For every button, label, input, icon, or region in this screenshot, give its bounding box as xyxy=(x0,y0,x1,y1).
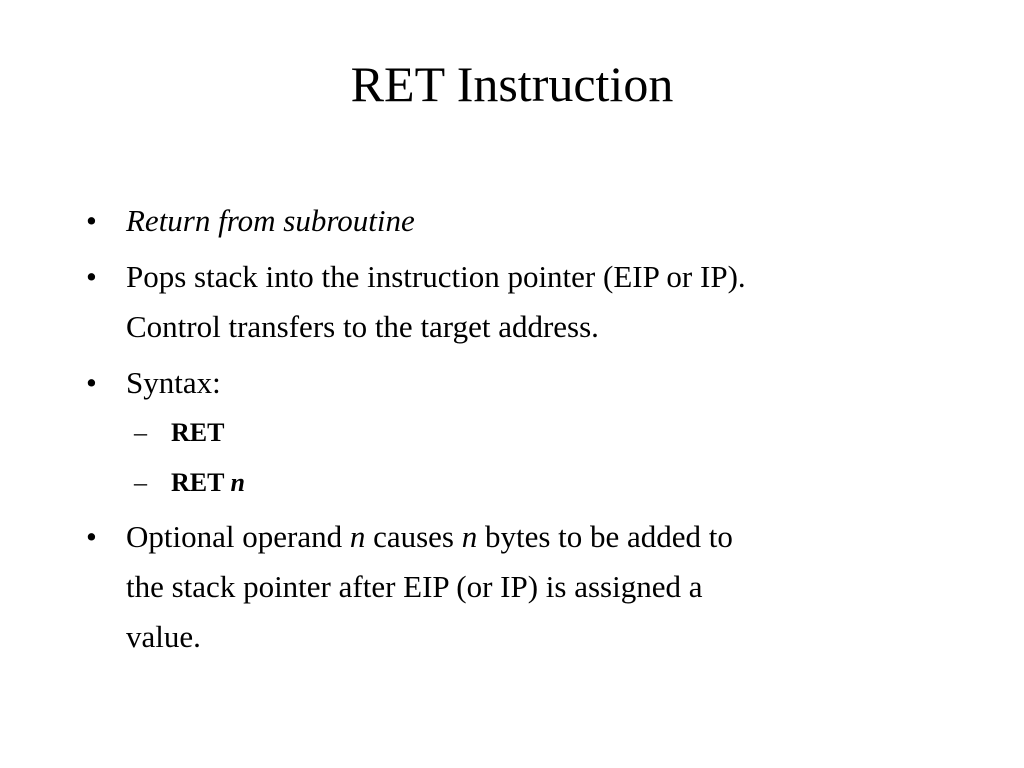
text-segment: causes xyxy=(365,519,462,554)
sub-bullet-marker: – xyxy=(134,418,147,447)
bullet-item: • Optional operand n causes n bytes to b… xyxy=(86,512,946,662)
bullet-text: Syntax: xyxy=(126,365,221,400)
slide-title: RET Instruction xyxy=(350,56,674,112)
sub-bullet-item: – RET xyxy=(86,408,946,458)
text-segment: Optional operand xyxy=(126,519,350,554)
sub-bullet-list: – RET – RET n xyxy=(86,408,946,508)
bullet-text-line: Optional operand n causes n bytes to be … xyxy=(126,512,946,562)
bullet-marker: • xyxy=(86,203,97,238)
bullet-text-line: value. xyxy=(126,619,201,654)
sub-bullet-text: RET xyxy=(171,468,231,497)
bullet-item: • Return from subroutine xyxy=(86,196,946,246)
bullet-list: • Return from subroutine • Pops stack in… xyxy=(86,196,946,668)
bullet-item: • Syntax: xyxy=(86,358,946,408)
text-segment: bytes to be added to xyxy=(477,519,733,554)
bullet-text-line: Pops stack into the instruction pointer … xyxy=(126,259,746,294)
bullet-item: • Pops stack into the instruction pointe… xyxy=(86,252,946,352)
sub-bullet-marker: – xyxy=(134,468,147,497)
sub-bullet-operand: n xyxy=(230,468,245,497)
bullet-text-line: the stack pointer after EIP (or IP) is a… xyxy=(126,569,703,604)
bullet-marker: • xyxy=(86,259,97,294)
bullet-marker: • xyxy=(86,365,97,400)
operand-n: n xyxy=(461,519,478,554)
bullet-text-line: Control transfers to the target address. xyxy=(126,309,599,344)
sub-bullet-text: RET xyxy=(171,418,225,447)
sub-bullet-item: – RET n xyxy=(86,458,946,508)
bullet-marker: • xyxy=(86,519,97,554)
operand-n: n xyxy=(349,519,366,554)
bullet-text: Return from subroutine xyxy=(126,203,415,238)
